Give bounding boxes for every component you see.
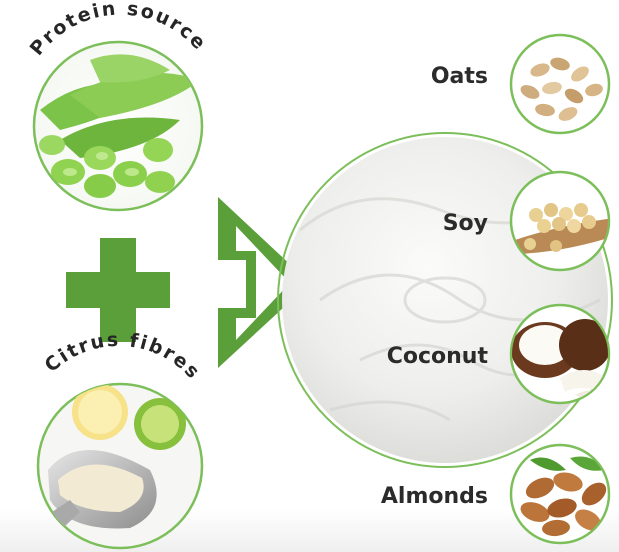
coconut-icon [511,305,611,404]
plus-icon [66,238,170,342]
oats-icon [511,35,609,133]
citrus-fibres-label: Citrus fibres [41,329,205,384]
soy-label: Soy [443,211,488,236]
coconut-label: Coconut [387,344,488,369]
oats-label: Oats [431,64,488,89]
almonds-label: Almonds [381,484,488,509]
protein-source-badge: Protein source [26,0,211,210]
almonds-icon [511,445,611,543]
citrus-fibres-badge: Citrus fibres [38,329,205,548]
